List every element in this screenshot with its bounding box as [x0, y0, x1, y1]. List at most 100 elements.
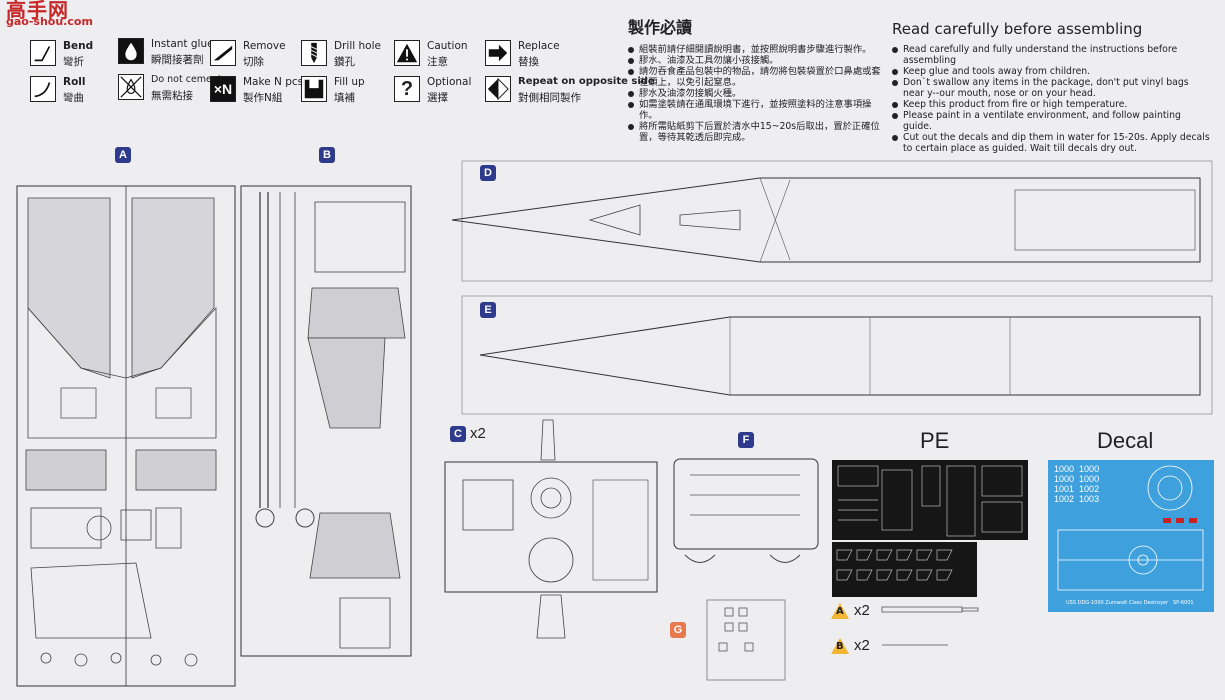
- legend-label-en: Drill hole: [334, 40, 381, 52]
- bend-icon: [30, 40, 56, 66]
- extra-a-barrel: [881, 606, 979, 613]
- make-n-icon: ×N: [210, 76, 236, 102]
- sprue-c-drawing: [444, 419, 658, 639]
- sprue-b-badge: B: [319, 147, 335, 163]
- make-n-symbol: ×N: [213, 81, 233, 97]
- pe-fret-lower: [832, 542, 977, 597]
- extra-b-rod: [882, 644, 948, 646]
- list-item: Keep glue and tools away from children.: [892, 66, 1212, 77]
- extra-a-label: A: [836, 606, 844, 617]
- legend-label-cn: 替換: [518, 56, 539, 68]
- list-item: 請勿吞食產品包裝中的物品，請勿將包裝袋置於口鼻處或套在頭上，以免引起窒息。: [628, 66, 886, 88]
- caution-icon: [394, 40, 420, 66]
- legend-label-cn: 切除: [243, 56, 264, 68]
- decal-number: 1000: [1079, 474, 1100, 484]
- sprue-a-drawing: [16, 185, 236, 687]
- extra-b-warning-icon: [831, 638, 849, 654]
- list-item: 膠水及油漆勿接觸火種。: [628, 88, 886, 99]
- optional-symbol: ?: [400, 78, 414, 100]
- legend-label-en: Caution: [427, 40, 468, 52]
- list-item: Don`t swallow any items in the package, …: [892, 77, 1212, 99]
- list-item: 組裝前請仔細閱讀說明書，並按照說明書步驟進行製作。: [628, 44, 886, 55]
- no-cement-icon: [118, 74, 144, 100]
- decal-number: 1002: [1054, 494, 1075, 504]
- sprue-b-drawing: [240, 185, 412, 657]
- pe-parts-upper: [837, 465, 1023, 537]
- legend-label-cn: 彎折: [63, 56, 84, 68]
- legend-label-en: Replace: [518, 40, 560, 52]
- fill-icon: [301, 76, 327, 102]
- question-icon: ?: [394, 76, 420, 102]
- instructions-en-list: Read carefully and fully understand the …: [892, 44, 1212, 154]
- site-watermark: 高手网 gao-shou.com: [6, 0, 93, 28]
- list-item: Read carefully and fully understand the …: [892, 44, 1212, 66]
- sprue-g-badge: G: [670, 622, 686, 638]
- legend-label-cn: 注意: [427, 56, 448, 68]
- hull-number-decals: 1000 1000 1000 1000 1001 1002 1002 1003: [1054, 464, 1134, 504]
- roll-icon: [30, 76, 56, 102]
- list-item: Cut out the decals and dip them in water…: [892, 132, 1212, 154]
- sprue-e-badge: E: [480, 302, 496, 318]
- sprue-f-drawing: [673, 458, 819, 563]
- decal-number: 1000: [1054, 464, 1075, 474]
- instructions-en-title: Read carefully before assembling: [892, 20, 1143, 38]
- pe-parts-lower: [836, 549, 953, 581]
- decal-caption: USS DDG-1000 Zumwalt Class Destroyer SP-…: [1066, 600, 1194, 606]
- legend-label-en: Optional: [427, 76, 472, 88]
- legend-label-en: Bend: [63, 40, 94, 52]
- list-item: Please paint in a ventilate environment,…: [892, 110, 1212, 132]
- legend-label-cn: 製作N組: [243, 92, 283, 104]
- legend-label-en: Roll: [63, 76, 86, 88]
- decal-number: 1000: [1079, 464, 1100, 474]
- legend-label-cn: 鑽孔: [334, 56, 355, 68]
- decal-number: 1002: [1079, 484, 1100, 494]
- extra-b-label: B: [836, 641, 844, 652]
- legend-label-en: Fill up: [334, 76, 365, 88]
- legend-label-cn: 填補: [334, 92, 355, 104]
- knife-icon: [210, 40, 236, 66]
- decal-number: 1001: [1054, 484, 1075, 494]
- list-item: 將所需貼紙剪下后置於清水中15~20s后取出，置於正確位置，等待其乾透后即完成。: [628, 121, 886, 143]
- decal-number: 1003: [1079, 494, 1100, 504]
- instructions-cn-list: 組裝前請仔細閱讀說明書，並按照說明書步驟進行製作。 膠水、油漆及工具勿讓小孩接觸…: [628, 44, 886, 143]
- sprue-a-badge: A: [115, 147, 131, 163]
- list-item: Keep this product from fire or high temp…: [892, 99, 1212, 110]
- repeat-icon: [485, 76, 511, 102]
- decal-sheet: 1000 1000 1000 1000 1001 1002 1002 1003 …: [1048, 460, 1214, 612]
- legend-label-cn: 選擇: [427, 92, 448, 104]
- sprue-f-badge: F: [738, 432, 754, 448]
- hull-side-e: [461, 295, 1213, 415]
- extra-a-warning-icon: [831, 603, 849, 619]
- watermark-title: 高手网: [6, 0, 69, 22]
- decal-markings: [1057, 465, 1204, 591]
- legend-label-cn: 瞬間接著劑: [151, 54, 204, 66]
- legend-label-en: Make N pcs: [243, 76, 304, 88]
- sprue-d-badge: D: [480, 165, 496, 181]
- hull-deck-d: [451, 160, 1213, 282]
- glue-drop-icon: [118, 38, 144, 64]
- drill-icon: [301, 40, 327, 66]
- watermark-url: gao-shou.com: [6, 15, 93, 28]
- extra-b-quantity: x2: [854, 637, 870, 654]
- legend-label-en: Instant glue: [151, 38, 214, 50]
- sprue-c-badge: C: [450, 426, 466, 442]
- instructions-cn-title: 製作必讀: [628, 18, 693, 37]
- decal-number: 1000: [1054, 474, 1075, 484]
- list-item: 如需塗裝請在通風環境下進行，並按照塗料的注意事項操作。: [628, 99, 886, 121]
- decal-title: Decal: [1097, 428, 1154, 453]
- extra-a-quantity: x2: [854, 602, 870, 619]
- sprue-g-drawing: [706, 599, 786, 681]
- pe-title: PE: [920, 428, 950, 453]
- legend-label-en: Do not cement: [151, 74, 222, 85]
- decal-code: SP-6001: [1172, 600, 1194, 606]
- legend-label-cn: 無需粘接: [151, 90, 193, 102]
- legend-label-cn: 對側相同製作: [518, 92, 581, 104]
- legend-label-cn: 彎曲: [63, 92, 84, 104]
- pe-fret-upper: [832, 460, 1028, 540]
- legend-label-en: Repeat on opposite side: [518, 76, 655, 87]
- list-item: 膠水、油漆及工具勿讓小孩接觸。: [628, 55, 886, 66]
- legend-label-en: Remove: [243, 40, 286, 52]
- sprue-c-quantity: x2: [470, 425, 486, 442]
- decal-caption-text: USS DDG-1000 Zumwalt Class Destroyer: [1066, 600, 1169, 606]
- replace-icon: [485, 40, 511, 66]
